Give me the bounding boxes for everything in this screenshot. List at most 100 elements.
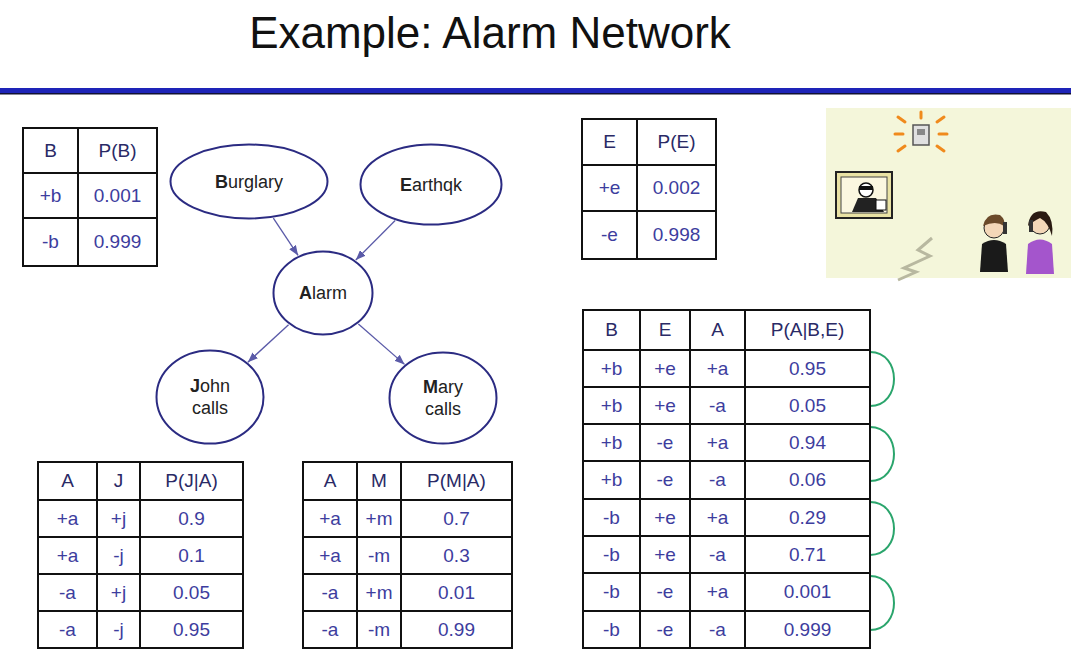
node-ellipse: Earthqk (359, 143, 503, 226)
table-cell: 0.05 (139, 573, 244, 612)
title-rule (0, 88, 1071, 93)
table-cell: A (37, 461, 98, 501)
table-cell: -a (302, 610, 358, 649)
table-cell: B (582, 309, 641, 351)
table-cell: +m (356, 573, 402, 612)
node-ellipse: John calls (155, 349, 265, 445)
table-cell: +j (96, 499, 141, 538)
node-label: Burglary (189, 171, 309, 193)
window-inner (841, 177, 887, 213)
ellipse-shape (274, 252, 373, 335)
table-cell: +e (639, 535, 691, 574)
table-cell: +a (37, 536, 98, 575)
alarm-light (917, 129, 925, 135)
edge-arrow (356, 220, 395, 260)
table-cell: 0.95 (139, 610, 244, 649)
ellipse-shape (157, 351, 264, 444)
burglar-mask (859, 186, 873, 190)
table-cell: -b (582, 535, 641, 574)
table-cell: -b (582, 610, 641, 649)
table-cell: -a (689, 386, 746, 425)
title-rule-shadow (0, 93, 1071, 95)
table-cell: 0.29 (744, 498, 871, 537)
table-cell: 0.05 (744, 386, 871, 425)
person-mary (1026, 211, 1054, 274)
table-cell: -e (581, 210, 638, 260)
ellipse-shape (361, 145, 502, 225)
alarm-rays (895, 112, 947, 151)
table-cell: M (356, 461, 402, 501)
table-cell: 0.999 (744, 610, 871, 649)
node-ellipse: Alarm (272, 250, 374, 336)
john-hair (983, 214, 1005, 226)
ellipse-shape (390, 353, 497, 444)
table-cell: +a (689, 349, 746, 388)
table-cell: -b (582, 498, 641, 537)
table-cell: -e (639, 423, 691, 462)
table-cell: +a (689, 423, 746, 462)
table-cell: +a (37, 499, 98, 538)
edge-arrow (273, 218, 298, 255)
table-cell: 0.001 (744, 572, 871, 612)
ellipse-shape (171, 145, 328, 219)
table-cell: P(E) (636, 118, 717, 166)
table-cell: -a (302, 573, 358, 612)
burglar-head (859, 183, 873, 197)
table-cell: J (96, 461, 141, 501)
table-cell: -m (356, 536, 402, 575)
node-label: Earthqk (376, 174, 486, 196)
table-cell: +e (639, 498, 691, 537)
ellipse-outline (388, 351, 498, 445)
table-cell: 0.998 (636, 210, 717, 260)
table-cell: +a (302, 536, 358, 575)
table-cell: +m (356, 499, 402, 538)
table-cell: -a (689, 535, 746, 574)
table-cell: -e (639, 572, 691, 612)
node-ellipse: Burglary (169, 143, 329, 220)
ellipse-outline (155, 349, 265, 445)
table-cell: 0.7 (400, 499, 513, 538)
window (836, 172, 892, 218)
table-cell: A (689, 309, 746, 351)
bracket (870, 502, 894, 555)
table-cell: +e (639, 386, 691, 425)
table-cell: +a (302, 499, 358, 538)
table-cell: -a (689, 460, 746, 500)
table-cell: 0.06 (744, 460, 871, 500)
table-cell: +a (689, 498, 746, 537)
node-label: John calls (177, 375, 243, 419)
slide-title: Example: Alarm Network (0, 8, 980, 58)
table-cell: 0.001 (77, 172, 158, 219)
table-cell: -m (356, 610, 402, 649)
table-cell: 0.95 (744, 349, 871, 388)
edge-arrow (248, 325, 289, 362)
table-cell: -a (37, 610, 98, 649)
table-cell: -j (96, 536, 141, 575)
table-cell: P(J|A) (139, 461, 244, 501)
table-cell: +b (582, 349, 641, 388)
table-cell: +e (639, 349, 691, 388)
mary-hair (1028, 211, 1052, 236)
table-cell: 0.94 (744, 423, 871, 462)
table-cell: P(M|A) (400, 461, 513, 501)
burglar-bag (876, 200, 886, 210)
table-cell: 0.999 (77, 217, 158, 267)
table-cell: +b (582, 460, 641, 500)
node-ellipse: Mary calls (388, 351, 498, 445)
table-cell: -j (96, 610, 141, 649)
table-cell: 0.3 (400, 536, 513, 575)
table-cell: +b (22, 172, 79, 219)
edge-arrow (358, 324, 404, 364)
bracket (870, 427, 894, 481)
table-cell: 0.99 (400, 610, 513, 649)
bracket (870, 352, 894, 406)
earthquake-crack (898, 238, 932, 280)
mary-body (1026, 240, 1054, 275)
node-label: Alarm (283, 282, 363, 304)
table-cell: A (302, 461, 358, 501)
table-cell: 0.1 (139, 536, 244, 575)
table-cell: 0.002 (636, 164, 717, 212)
table-cell: -e (639, 610, 691, 649)
table-cell: 0.71 (744, 535, 871, 574)
table-cell: -e (639, 460, 691, 500)
